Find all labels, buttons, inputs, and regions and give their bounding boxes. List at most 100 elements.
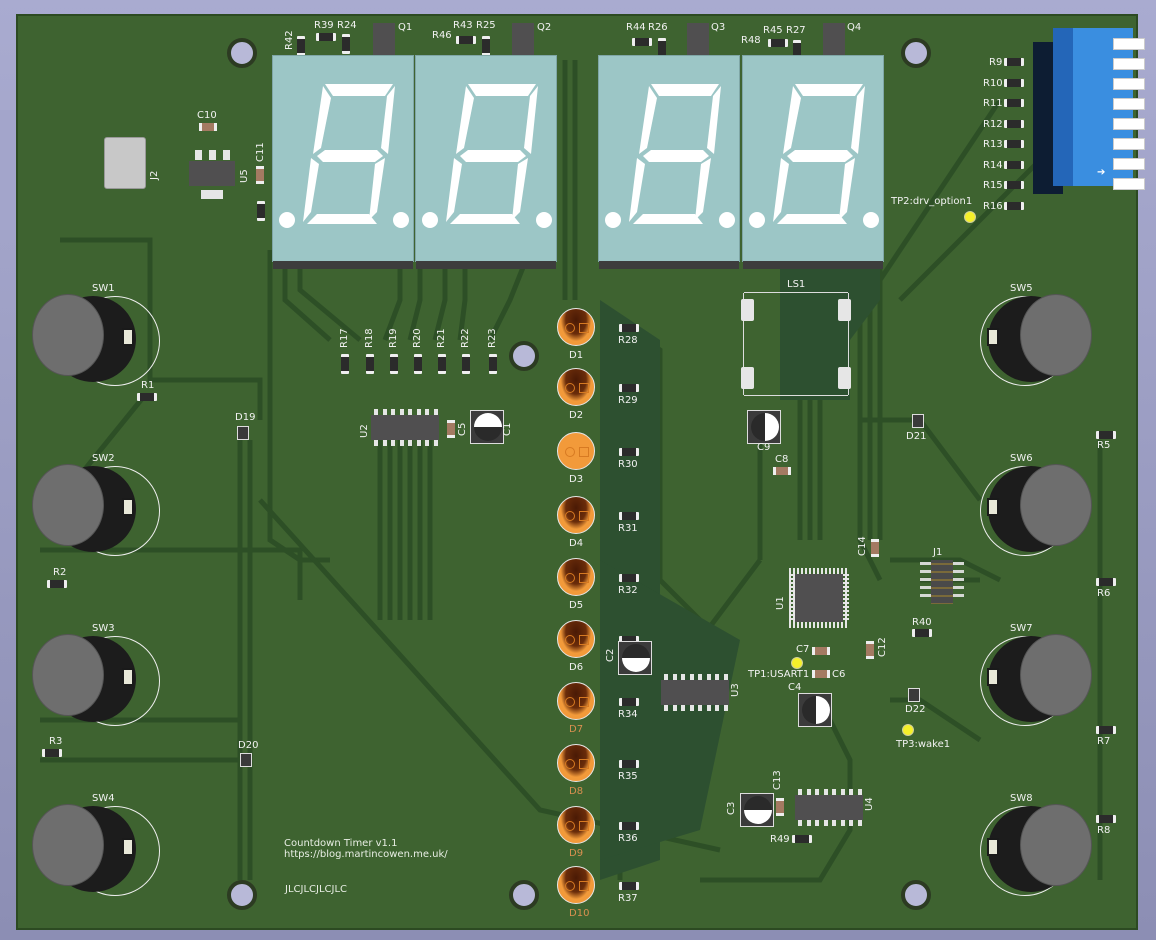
dip-switch-lever[interactable]: [1113, 138, 1145, 150]
led-d2: [557, 368, 595, 406]
ref-r22: R22: [460, 328, 471, 348]
capacitor-c3: [740, 793, 776, 829]
ref-tp2: TP2:drv_option1: [891, 196, 973, 207]
digit-segments: [749, 84, 879, 228]
resistor: [1004, 119, 1024, 128]
ref-r48: R48: [741, 35, 761, 46]
push-button-sw5[interactable]: [980, 290, 1092, 390]
ref-u2: U2: [359, 424, 370, 438]
dip-switch-lever[interactable]: [1113, 178, 1145, 190]
led-d10: [557, 866, 595, 904]
resistor: [632, 38, 652, 46]
seven-segment-display: [272, 55, 414, 269]
resistor: [489, 354, 497, 374]
dip-switch-lever[interactable]: [1113, 98, 1145, 110]
push-button-sw4[interactable]: [30, 800, 160, 900]
ref-r5: R5: [1097, 440, 1111, 451]
ref-d19: D19: [235, 412, 256, 423]
ref-r3: R3: [49, 736, 63, 747]
ref-c7: C7: [796, 644, 810, 655]
ref-u1: U1: [775, 596, 786, 610]
ic-pin: [723, 705, 728, 711]
resistor: [137, 393, 157, 401]
diode-d20: [240, 753, 252, 767]
push-button-sw2[interactable]: [30, 460, 160, 560]
ref-r18: R18: [364, 328, 375, 348]
ref-r20: R20: [412, 328, 423, 348]
ic-u2: [371, 415, 439, 440]
ic-pin: [706, 674, 711, 680]
dip-switch[interactable]: ➔: [1033, 28, 1145, 200]
ic-pin: [391, 440, 395, 446]
dip-switch-lever[interactable]: [1113, 118, 1145, 130]
ic-pin: [823, 789, 828, 795]
ic-pin: [832, 789, 836, 795]
mounting-hole: [227, 38, 257, 68]
regulator-u5: [189, 161, 235, 186]
capacitor-c2: [618, 641, 654, 677]
ref-r35: R35: [618, 771, 638, 782]
ref-r43: R43: [453, 20, 473, 31]
buzzer-ls1: [741, 292, 851, 396]
push-button-sw7[interactable]: [980, 630, 1092, 730]
ic-pin: [425, 440, 429, 446]
resistor: [47, 580, 67, 588]
resistor: [619, 882, 639, 890]
capacitor-c14: [871, 539, 879, 557]
resistor: [619, 512, 639, 520]
ref-c12: C12: [877, 637, 888, 657]
ref-q4: Q4: [847, 22, 862, 33]
ic-pin: [832, 820, 836, 826]
push-button-sw8[interactable]: [980, 800, 1092, 900]
ref-r31: R31: [618, 523, 638, 534]
push-button-sw6[interactable]: [980, 460, 1092, 560]
ref-r15: R15: [983, 180, 1003, 191]
ic-pin: [425, 409, 429, 415]
ref-d10: D10: [569, 908, 590, 919]
push-button-sw3[interactable]: [30, 630, 160, 730]
capacitor-c8: [773, 467, 791, 475]
ref-sw8: SW8: [1010, 793, 1033, 804]
test-point-tp3[interactable]: [902, 724, 914, 736]
mounting-hole: [509, 341, 539, 371]
ic-pin: [681, 674, 685, 680]
ref-sw7: SW7: [1010, 623, 1033, 634]
ref-r17: R17: [339, 328, 350, 348]
header-j1[interactable]: [920, 560, 964, 604]
dip-switch-lever[interactable]: [1113, 58, 1145, 70]
ic-pin: [433, 409, 438, 415]
ref-d2: D2: [569, 410, 584, 421]
ref-r16: R16: [983, 200, 1003, 212]
push-button-sw1[interactable]: [30, 290, 160, 390]
ic-pin: [399, 440, 404, 446]
resistor-r40: [912, 629, 932, 637]
dip-switch-lever[interactable]: [1113, 78, 1145, 90]
dip-switch-lever[interactable]: [1113, 158, 1145, 170]
ref-r14: R14: [983, 159, 1003, 171]
resistor: [456, 36, 476, 44]
ref-r44: R44: [626, 22, 646, 33]
ic-pin: [806, 820, 811, 826]
ref-c11: C11: [255, 142, 266, 162]
ic-pin: [798, 789, 802, 795]
test-point-tp2[interactable]: [964, 211, 976, 223]
ref-q1: Q1: [398, 22, 413, 33]
ref-c13: C13: [772, 770, 783, 790]
ic-pin: [433, 440, 438, 446]
resistor: [342, 34, 350, 54]
ref-sw2: SW2: [92, 453, 115, 464]
led-d5: [557, 558, 595, 596]
ref-d3: D3: [569, 474, 584, 485]
test-point-tp1[interactable]: [791, 657, 803, 669]
ref-r9: R9: [989, 57, 1003, 68]
usb-connector-j2[interactable]: [104, 137, 146, 189]
led-d9: [557, 806, 595, 844]
arrow-right-icon: ➔: [1097, 167, 1106, 178]
resistor: [1004, 58, 1024, 66]
resistor: [297, 36, 305, 56]
ref-u3: U3: [730, 683, 741, 697]
ref-c1: C1: [502, 422, 513, 436]
dip-switch-lever[interactable]: [1113, 38, 1145, 50]
ic-pin: [664, 705, 668, 711]
digit-segments: [279, 84, 409, 228]
